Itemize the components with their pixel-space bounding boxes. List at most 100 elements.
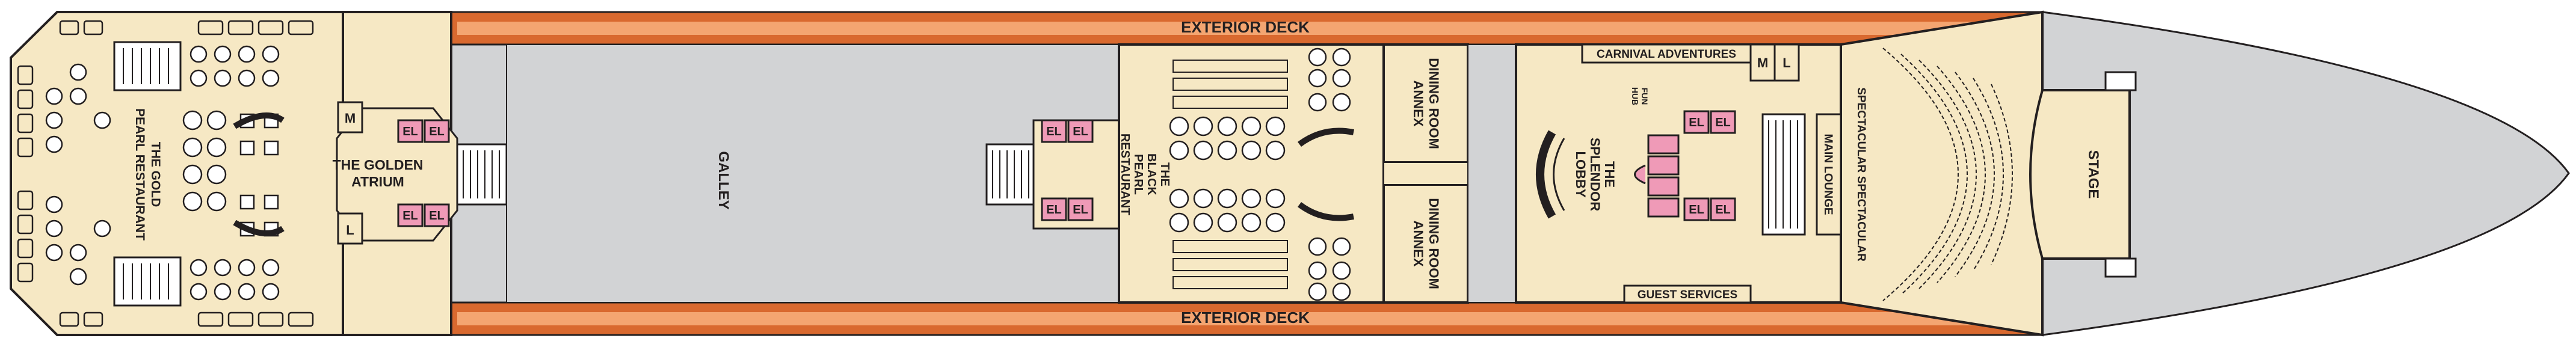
svg-text:LOBBY: LOBBY: [1573, 152, 1588, 198]
black-pearl-curved-stair-top: [1298, 127, 1354, 147]
lounge-seating: [1882, 48, 2013, 301]
svg-text:HUB: HUB: [1630, 87, 1640, 105]
gold-pearl-curved-stair-bottom: [233, 220, 285, 236]
exterior-deck-bottom: EXTERIOR DECK: [450, 301, 2041, 336]
elevator: [1710, 197, 1736, 221]
atrium-mens-restroom-label: M: [345, 111, 356, 126]
svg-text:RESTAURANT: RESTAURANT: [1118, 134, 1132, 215]
dining-room-annex-top: DINING ROOM ANNEX: [1382, 43, 1469, 164]
service-area: [1467, 44, 1517, 303]
gold-pearl-curved-stair-top: [233, 112, 285, 129]
stern-booths: [17, 20, 314, 327]
black-pearl-restaurant: THE BLACK PEARL RESTAURANT: [1118, 43, 1385, 304]
atrium-elevators-top: EL EL: [397, 119, 450, 143]
lobby-ladies-restroom-label: L: [1783, 55, 1790, 70]
dining-annex-top-floor: [1382, 43, 1469, 164]
spectacular-label: SPECTACULAR SPECTACULAR: [1855, 87, 1867, 262]
black-pearl-curved-stair-bottom: [1298, 201, 1354, 221]
elevator: [1067, 197, 1094, 221]
elevator: [397, 119, 424, 143]
golden-atrium: M L EL EL EL EL THE GOLDEN ATRIUM: [333, 11, 508, 336]
elevator: [1067, 119, 1094, 143]
stage: STAGE: [2029, 71, 2137, 278]
splendor-lobby-label: THE SPLENDOR LOBBY: [1573, 138, 1617, 211]
exterior-deck-top: EXTERIOR DECK: [450, 11, 2041, 46]
svg-text:PEARL RESTAURANT: PEARL RESTAURANT: [133, 108, 147, 241]
dining-annex-top-label-line2: ANNEX: [1411, 80, 1426, 126]
atrium-ladies-restroom-label: L: [346, 223, 354, 238]
black-pearl-label: THE BLACK PEARL RESTAURANT: [1118, 134, 1171, 215]
carnival-adventures-label: CARNIVAL ADVENTURES: [1597, 48, 1736, 61]
svg-text:EL: EL: [1689, 203, 1704, 216]
dining-annex-bottom-label-line2: ANNEX: [1411, 220, 1426, 266]
svg-text:PEARL: PEARL: [1132, 154, 1145, 195]
svg-text:EL: EL: [402, 209, 418, 223]
svg-text:EL: EL: [402, 125, 418, 138]
svg-text:EL: EL: [1046, 203, 1062, 216]
booth-rows-black: [1172, 60, 1288, 289]
svg-text:EL: EL: [1073, 203, 1088, 216]
lobby-staircase: [985, 143, 1035, 206]
elevator: [397, 203, 424, 227]
stage-wing-bottom: [2104, 257, 2137, 278]
dining-room-annex-bottom: DINING ROOM ANNEX: [1382, 183, 1469, 304]
elevator: [424, 203, 450, 227]
aft-staircase-top: [113, 41, 182, 91]
golden-atrium-label-line1: THE GOLDEN: [333, 157, 424, 173]
svg-text:THE GOLD: THE GOLD: [149, 142, 162, 207]
dining-annex-bottom-label-line1: DINING ROOM: [1426, 198, 1441, 289]
exterior-deck-bottom-label: EXTERIOR DECK: [1181, 309, 1310, 327]
svg-text:EL: EL: [1073, 125, 1088, 138]
dining-annex-bottom-floor: [1382, 183, 1469, 304]
lobby-mens-restroom-label: M: [1757, 55, 1768, 70]
elevator: [424, 119, 450, 143]
annex-corridor: [1383, 162, 1468, 185]
stage-wing-top: [2104, 71, 2137, 91]
elevator: [1041, 119, 1067, 143]
svg-text:THE: THE: [1158, 162, 1171, 186]
svg-text:EL: EL: [429, 125, 445, 138]
svg-text:FUN: FUN: [1640, 88, 1650, 105]
svg-text:EL: EL: [429, 209, 445, 223]
aft-staircase-bottom: [113, 256, 182, 307]
svg-text:SPLENDOR: SPLENDOR: [1588, 138, 1603, 211]
dining-tables-gold: [45, 45, 280, 301]
elevator: [1683, 197, 1710, 221]
lobby-ladies-restroom: [1773, 43, 1800, 82]
svg-text:EL: EL: [1715, 203, 1731, 216]
splendor-lobby: CARNIVAL ADVENTURES M L GUEST SERVICES T…: [1515, 43, 1842, 304]
fun-hub-label: FUN HUB: [1630, 87, 1650, 105]
main-lounge-label: MAIN LOUNGE: [1822, 134, 1834, 215]
svg-text:EL: EL: [1046, 125, 1062, 138]
gold-pearl-label: THE GOLD PEARL RESTAURANT: [133, 108, 162, 241]
svg-text:THE: THE: [1602, 161, 1617, 188]
dining-tables-black: [1169, 48, 1351, 301]
elevator: [1041, 197, 1067, 221]
exterior-deck-top-walkway: [457, 22, 2033, 35]
svg-text:BLACK: BLACK: [1145, 153, 1158, 196]
gold-pearl-restaurant: THE GOLD PEARL RESTAURANT: [10, 11, 344, 336]
main-lounge-bar: [1816, 113, 1842, 236]
guest-services-desk: [1623, 284, 1752, 304]
stage-label: STAGE: [2085, 150, 2101, 199]
golden-atrium-label-line2: ATRIUM: [351, 174, 404, 189]
atrium-elevators-bottom: EL EL: [397, 203, 450, 227]
stage-floor: [2029, 89, 2131, 260]
atrium-staircase: [456, 143, 508, 206]
guest-services-label: GUEST SERVICES: [1638, 289, 1737, 301]
exterior-deck-bottom-walkway: [457, 312, 2033, 325]
dining-annex-top-label-line1: DINING ROOM: [1426, 58, 1441, 149]
svg-text:EL: EL: [1689, 116, 1704, 129]
exterior-deck-top-label: EXTERIOR DECK: [1181, 18, 1310, 36]
atrium-ladies-restroom: [337, 212, 363, 245]
atrium-mens-restroom: [337, 101, 363, 134]
main-lounge: MAIN LOUNGE SPECTACULAR SPECTACULAR: [1816, 10, 2044, 337]
glass-elevators: [1647, 134, 1680, 218]
galley-label: GALLEY: [715, 151, 732, 209]
lobby-centerpiece: [1634, 164, 1646, 185]
elevator: [1683, 110, 1710, 134]
svg-text:EL: EL: [1715, 116, 1731, 129]
grand-staircase: [1536, 130, 1556, 219]
black-pearl-lobby: EL EL EL EL: [985, 119, 1120, 230]
